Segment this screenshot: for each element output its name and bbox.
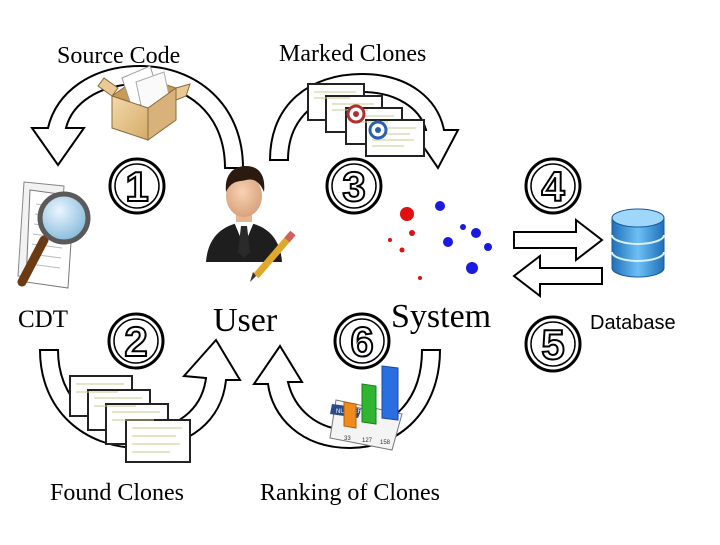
ranking-chart-icon: NUMBERS 33 127 158 (329, 365, 403, 451)
step-badge-4: 4 (524, 157, 582, 215)
label-user: User (213, 302, 278, 339)
chart-icon-number: 33 (344, 436, 351, 442)
step-badge-1: 1 (108, 157, 166, 215)
marked-clones-icon (307, 83, 425, 157)
user-person-icon (206, 166, 296, 282)
step-number: 2 (124, 318, 147, 365)
label-database: Database (590, 312, 676, 334)
step-number: 6 (350, 318, 373, 365)
cdt-magnifier-icon (17, 181, 91, 289)
step-badge-3: 3 (325, 157, 383, 215)
step-number: 5 (541, 321, 564, 368)
step-badge-5: 5 (524, 315, 582, 373)
label-source-code: Source Code (57, 43, 181, 69)
step-badge-2: 2 (107, 312, 165, 370)
step5-arrow (512, 253, 603, 299)
source-code-box-icon (97, 65, 191, 141)
step-number: 4 (541, 163, 565, 210)
step-badge-6: 6 (333, 312, 391, 370)
label-cdt: CDT (18, 306, 68, 333)
label-marked-clones: Marked Clones (279, 41, 427, 67)
step-number: 1 (125, 163, 148, 210)
chart-icon-number: 158 (380, 440, 391, 446)
system-dots-icon (388, 201, 492, 280)
label-found-clones: Found Clones (50, 480, 185, 506)
label-system: System (391, 298, 492, 335)
chart-icon-number: 127 (362, 438, 373, 444)
found-clones-icon (69, 375, 191, 463)
step-number: 3 (342, 163, 365, 210)
step4-arrow (513, 217, 604, 263)
label-ranking-of-clones: Ranking of Clones (260, 480, 440, 506)
database-icon (611, 208, 665, 278)
